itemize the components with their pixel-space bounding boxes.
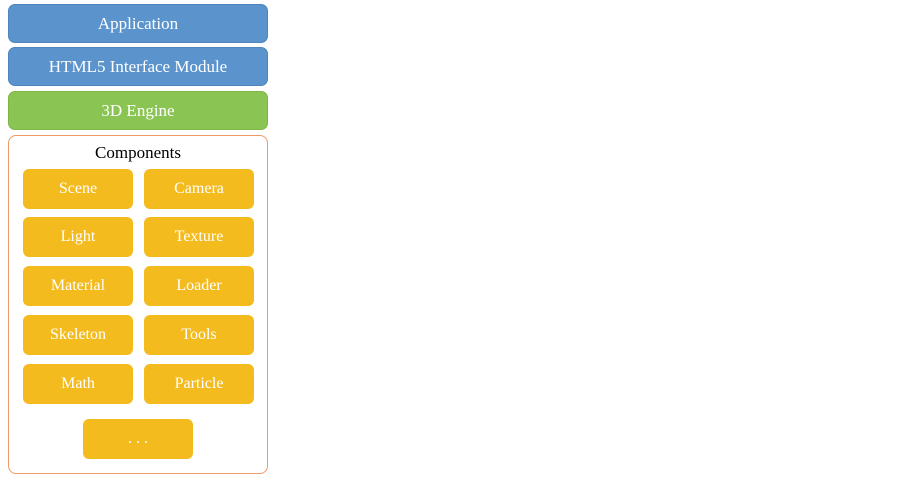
html5-interface-module-label: HTML5 Interface Module [48, 56, 228, 76]
component-label: Loader [176, 277, 222, 294]
component-math: Math [23, 364, 133, 404]
component-label: Texture [174, 228, 224, 245]
component-material: Material [23, 266, 133, 306]
component-light: Light [23, 217, 133, 257]
component-tools: Tools [144, 315, 254, 355]
component-more: . . . [83, 419, 193, 459]
component-label: . . . [128, 430, 148, 447]
component-loader: Loader [144, 266, 254, 306]
3d-engine-label: 3D Engine [101, 100, 175, 120]
component-label: Tools [181, 326, 217, 343]
component-skeleton: Skeleton [23, 315, 133, 355]
components-title: Components [95, 143, 181, 162]
component-label: Light [60, 228, 96, 245]
application-layer: Application [8, 4, 268, 43]
component-label: Particle [174, 375, 224, 392]
component-label: Skeleton [50, 326, 106, 343]
html5-interface-module-layer: HTML5 Interface Module [8, 47, 268, 86]
component-particle: Particle [144, 364, 254, 404]
component-scene: Scene [23, 169, 133, 209]
application-label: Application [97, 13, 179, 33]
component-camera: Camera [144, 169, 254, 209]
component-texture: Texture [144, 217, 254, 257]
components-container: Components Scene Camera Light Texture Ma… [8, 135, 268, 474]
component-label: Camera [174, 180, 224, 197]
3d-engine-layer: 3D Engine [8, 91, 268, 130]
component-label: Scene [58, 180, 98, 197]
component-label: Math [61, 375, 95, 392]
component-label: Material [50, 277, 106, 294]
